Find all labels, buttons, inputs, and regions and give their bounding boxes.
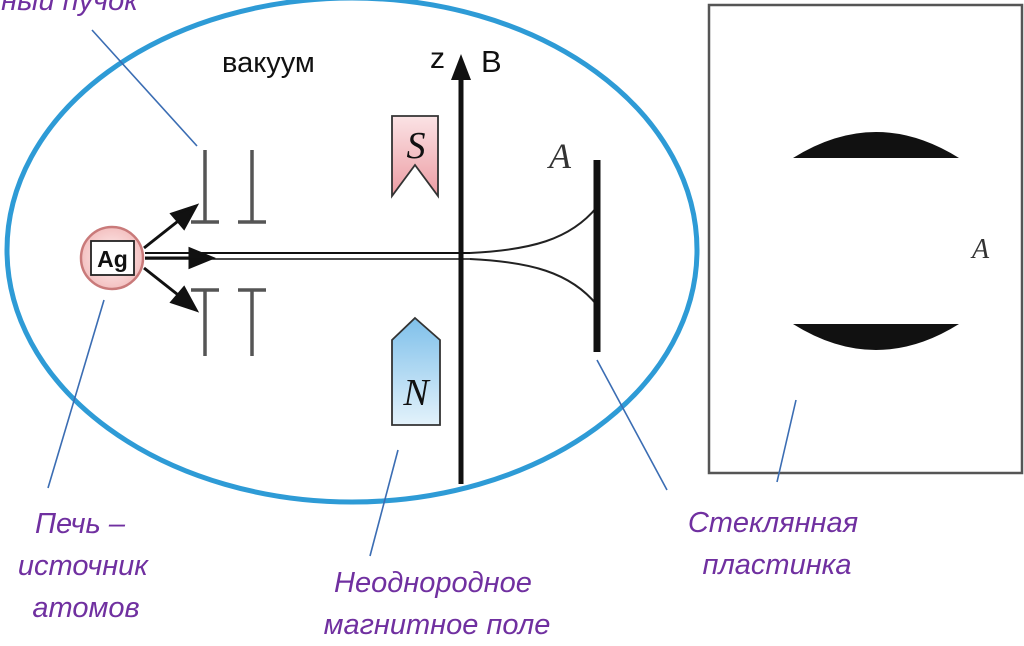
- oven-caption-line: источник: [18, 550, 149, 582]
- plate-zoom-a-label: A: [970, 234, 990, 265]
- magnet-s-pole: S: [391, 115, 439, 199]
- plate-caption-line: Стеклянная: [688, 507, 858, 539]
- pole-s-label: S: [407, 125, 426, 167]
- collimator-slits: [191, 150, 266, 356]
- pole-n-label: N: [402, 372, 431, 414]
- oven-caption-line: атомов: [32, 592, 139, 624]
- field-axis-arrow: [451, 54, 471, 484]
- plate-caption-line: пластинка: [702, 549, 851, 581]
- plate-a-label: A: [547, 136, 572, 176]
- plate-zoom-panel: [707, 3, 1024, 475]
- magnet-n-pole: N: [391, 316, 441, 426]
- plate-caption: Стеклянная пластинка: [688, 507, 866, 581]
- beam-label: Атомный пучок: [0, 0, 139, 17]
- deposit-lower: [793, 324, 959, 350]
- split-beam-upper: [469, 206, 598, 254]
- field-caption-line: Неоднородное: [334, 567, 532, 599]
- deposit-upper: [793, 132, 959, 158]
- split-beam-lower: [469, 258, 598, 306]
- vacuum-chamber-outline: [4, 0, 700, 505]
- caption-pointers: [47, 299, 797, 557]
- axis-z-label: z: [430, 42, 445, 75]
- field-caption: Неоднородное магнитное поле: [324, 567, 551, 641]
- oven-caption-line: Печь –: [35, 508, 126, 540]
- source-label: Ag: [97, 246, 128, 272]
- oven-caption: Печь – источник атомов: [18, 508, 156, 624]
- silver-atom-source: Ag: [79, 225, 145, 291]
- field-caption-line: магнитное поле: [324, 609, 551, 641]
- beam-pointer-line: [91, 29, 198, 147]
- axis-b-label: B: [481, 44, 502, 79]
- vacuum-label: вакуум: [222, 47, 315, 79]
